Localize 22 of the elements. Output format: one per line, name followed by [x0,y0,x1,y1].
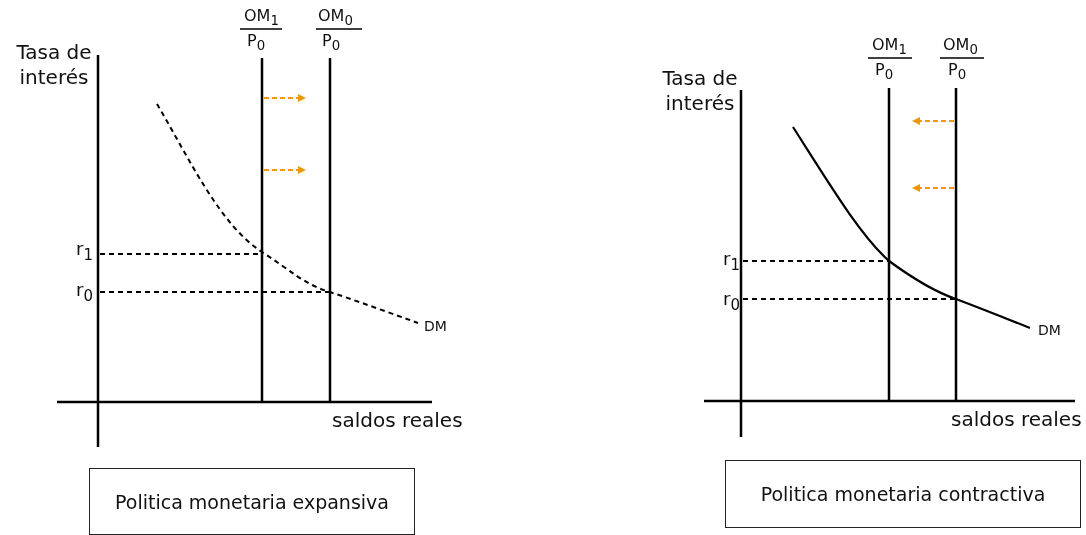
line-label: OM$_{0}$ [943,35,978,59]
tick-label: r$_{0}$ [723,288,740,315]
axis-title: saldos reales [951,407,1082,432]
axis-title: Tasa de interés [661,66,739,116]
curve-label: DM [424,318,447,336]
caption-box [89,468,415,535]
curve-label: DM [1038,322,1061,340]
line-label: OM$_{1}$ [872,35,907,59]
caption-box [725,460,1081,528]
axis-title: saldos reales [332,408,463,433]
line-label: OM$_{1}$ [244,6,279,30]
line-label: P$_{0}$ [875,60,894,84]
line-label: OM$_{0}$ [318,6,353,30]
tick-label: r$_{1}$ [76,238,93,265]
line-label: P$_{0}$ [948,60,967,84]
line-label: P$_{0}$ [322,31,341,55]
line-label: P$_{0}$ [247,31,266,55]
tick-label: r$_{1}$ [723,248,740,275]
tick-label: r$_{0}$ [76,279,93,306]
caption-text: Politica monetaria contractiva [760,483,1046,505]
caption-text: Politica monetaria expansiva [115,490,389,513]
axis-title: Tasa de interés [15,40,93,90]
